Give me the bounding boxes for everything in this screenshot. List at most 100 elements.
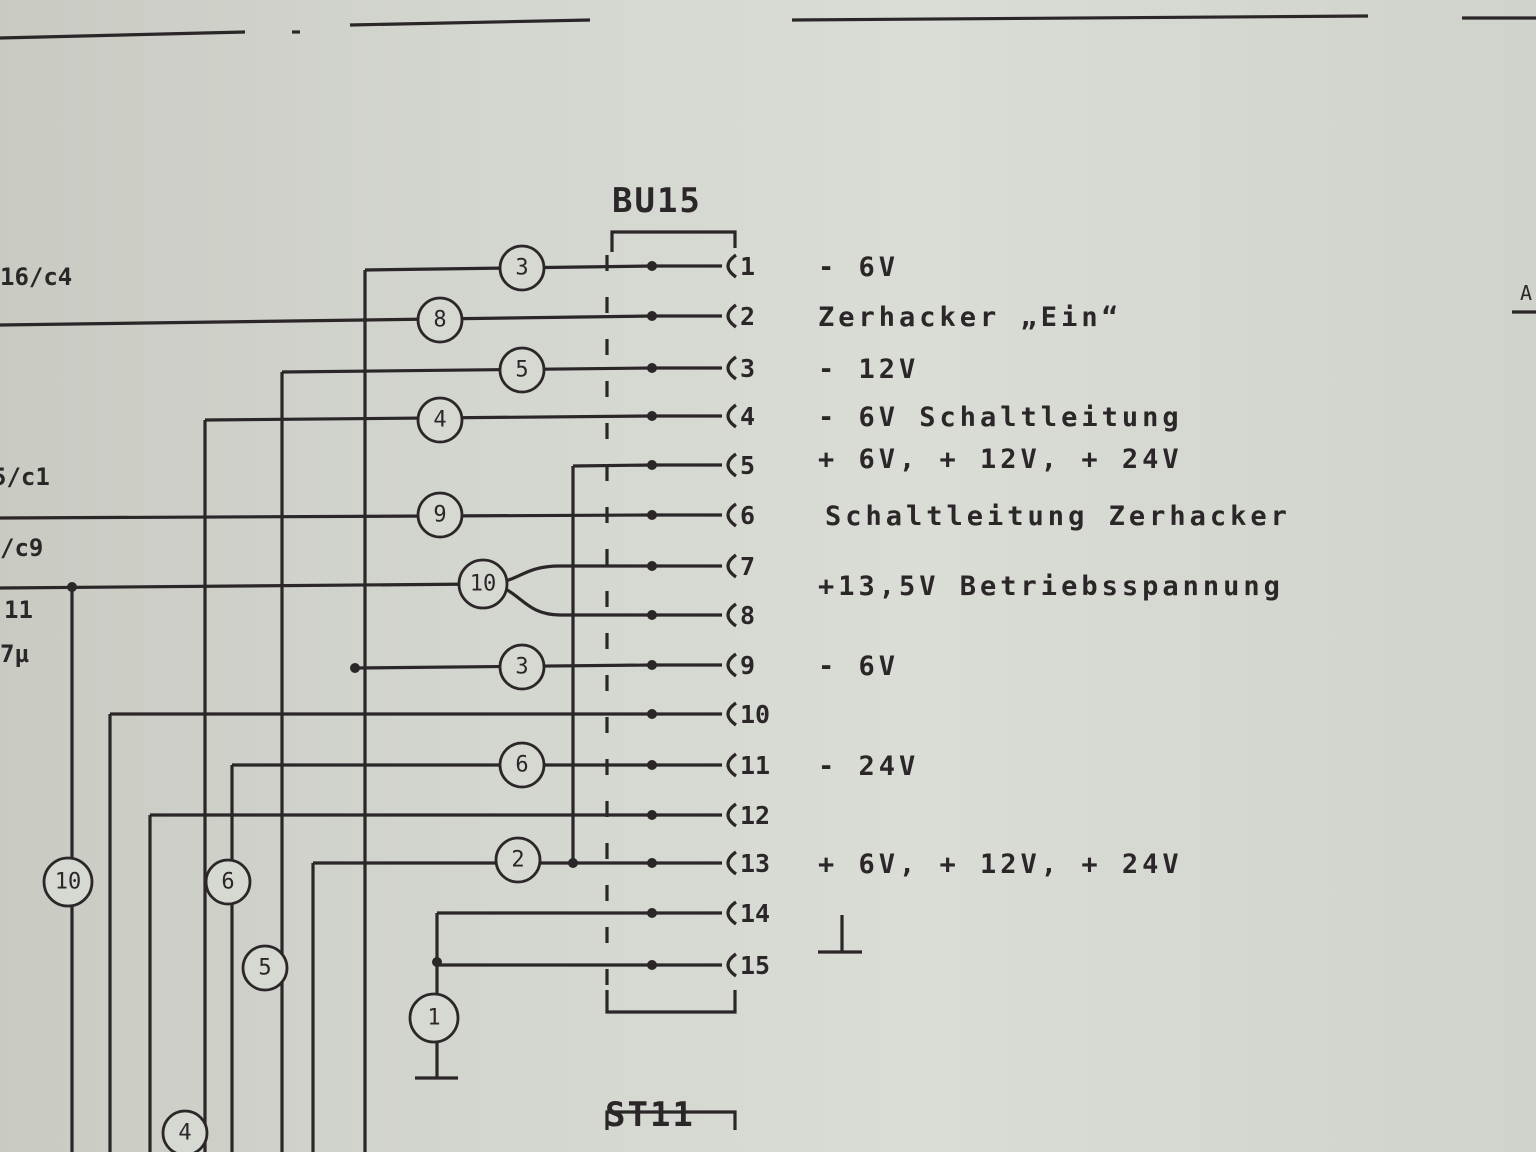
bus-circle: 4 [161, 1109, 209, 1152]
socket-contact-icon [726, 802, 737, 828]
wire-circle: 8 [416, 296, 464, 344]
circle-number: 4 [433, 408, 446, 433]
circle-number: 5 [515, 358, 528, 383]
wires [0, 264, 862, 1152]
junction-dot [432, 957, 442, 967]
circle-number: 6 [515, 753, 528, 778]
circle-outline [498, 643, 546, 691]
socket-contact-icon [726, 602, 737, 628]
socket-contact-icon [726, 752, 737, 778]
pin-label: - 6V [818, 651, 899, 682]
pin-row: 11 - 24V [647, 751, 919, 782]
pin-number: 8 [740, 601, 755, 630]
pin-row: 1 - 6V [647, 252, 899, 283]
pin-row: 2 Zerhacker „Ein“ [647, 302, 1122, 333]
ground-circle: 1 [408, 992, 460, 1044]
wire-circle: 3 [498, 244, 546, 292]
pin-number: 12 [740, 801, 770, 830]
wire [0, 513, 653, 520]
left-ref: 16/c4 [0, 263, 72, 291]
pin-label: - 6V Schaltleitung [818, 402, 1183, 433]
circle-outline [498, 741, 546, 789]
circle-outline [494, 836, 542, 884]
circle-outline [416, 296, 464, 344]
pin-row: 14 [647, 899, 770, 928]
socket-contact-icon [726, 952, 737, 978]
pin-number: 2 [740, 302, 755, 331]
pin-row: 5+ 6V, + 12V, + 24V [647, 444, 1183, 480]
pin-number: 14 [740, 899, 770, 928]
wire-circle: 10 [457, 558, 509, 610]
socket-contact-icon [726, 502, 737, 528]
circle-number: 10 [470, 572, 497, 597]
left-ref: 11 [4, 596, 33, 624]
circle-outline [498, 346, 546, 394]
socket-contact-icon [726, 553, 737, 579]
wire [0, 582, 484, 590]
circle-number: 3 [515, 256, 528, 281]
circle-number: 1 [427, 1006, 440, 1031]
circle-number: 3 [515, 655, 528, 680]
connector-bracket-top [610, 230, 737, 252]
margin-mark: A [1520, 281, 1532, 305]
pin-row: 10 [647, 700, 770, 729]
socket-contact-icon [726, 900, 737, 926]
wire-circle: 6 [498, 741, 546, 789]
pin-row: 6 Schaltleitung Zerhacker [647, 501, 1291, 532]
pin-label: Zerhacker „Ein“ [818, 302, 1122, 333]
pin-label: - 12V [818, 354, 919, 385]
pin-number: 4 [740, 402, 755, 431]
connector-bracket-st11 [605, 1110, 737, 1130]
pin-row: 12 [647, 801, 770, 830]
pin-label: + 6V, + 12V, + 24V [818, 849, 1183, 880]
socket-contact-icon [726, 253, 737, 279]
circle-number: 6 [221, 870, 234, 895]
left-ref: 7µ [0, 640, 29, 668]
pin-row: 15 [647, 951, 770, 980]
junction-dot [568, 858, 578, 868]
wire [281, 366, 653, 374]
pin-label: - 6V [818, 252, 899, 283]
pin-row: 13 + 6V, + 12V, + 24V [647, 849, 1183, 880]
wire-number-circles: 3 8 5 4 9 10 3 6 2 10 6 5 4 1 [42, 244, 546, 1152]
left-ref: 5/c1 [0, 463, 50, 491]
socket-contact-icon [726, 850, 737, 876]
wire-circle: 4 [416, 396, 464, 444]
circle-number: 8 [433, 308, 446, 333]
circle-outline [457, 558, 509, 610]
socket-contact-icon [726, 403, 737, 429]
circle-outline [416, 396, 464, 444]
circle-number: 10 [55, 870, 82, 895]
socket-contact-icon [726, 303, 737, 329]
left-refs: 16/c4 5/c1 /c9 11 7µ [0, 263, 72, 668]
pin-number: 6 [740, 501, 755, 530]
connector-bracket-bottom [605, 990, 737, 1014]
connector-title-bu15: BU15 [612, 181, 702, 221]
wire [0, 314, 653, 327]
pin-number: 9 [740, 651, 755, 680]
wire-circle: 5 [498, 346, 546, 394]
junction-dot [67, 582, 77, 592]
pin-number: 13 [740, 849, 770, 878]
pin-row: 3- 12V [647, 354, 919, 385]
circle-outline [161, 1109, 209, 1152]
pin-label: +13,5V Betriebsspannung [818, 571, 1284, 602]
pin-row: 7+13,5V Betriebsspannung [647, 552, 1284, 602]
circle-outline [241, 944, 289, 992]
wire [482, 582, 652, 617]
pin-number: 1 [740, 252, 755, 281]
pin-label: Schaltleitung Zerhacker [825, 501, 1291, 532]
circle-number: 4 [178, 1121, 191, 1146]
bus-circle: 5 [241, 944, 289, 992]
wire-circle: 9 [416, 491, 464, 539]
pin-number: 15 [740, 951, 770, 980]
pin-number: 11 [740, 751, 770, 780]
pin-label: - 24V [818, 751, 919, 782]
pin-label: + 6V, + 12V, + 24V [818, 444, 1183, 475]
wire [482, 564, 652, 586]
circle-outline [416, 491, 464, 539]
pin-number: 10 [740, 700, 770, 729]
circle-outline [498, 244, 546, 292]
circle-number: 5 [258, 956, 271, 981]
